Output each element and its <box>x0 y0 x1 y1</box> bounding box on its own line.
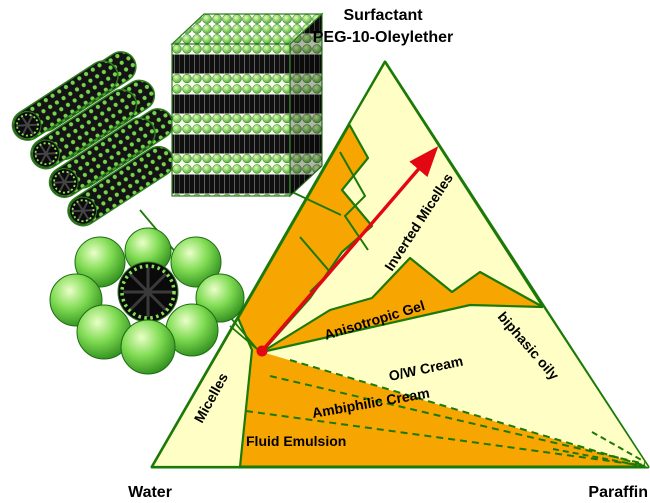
micelle-sphere <box>170 236 222 288</box>
label-surfactant-compound: PEG-10-Oleylether <box>313 29 454 46</box>
composition-point-marker <box>256 345 268 357</box>
dashed-boundary-corner-2 <box>591 431 646 463</box>
region-biphasic-oily <box>262 305 648 467</box>
label-water: Water <box>128 484 172 501</box>
dashed-boundary-ow-ambiphilic <box>269 375 646 465</box>
micelle-sphere <box>120 319 176 375</box>
dashed-boundary-biphasic-ow <box>289 359 647 467</box>
spherical-micelles-illustration <box>49 227 245 375</box>
connector-lamellar <box>289 190 342 216</box>
cutaway-micelle-core <box>117 261 179 323</box>
dashed-boundary-ambiphilic-fluid <box>245 410 647 467</box>
hexagonal-rod-micelles-illustration <box>5 45 181 233</box>
label-fluid-emulsion: Fluid Emulsion <box>246 433 346 449</box>
lamellar-side-shade <box>290 14 322 196</box>
boundary-zigzag-upper <box>339 151 369 251</box>
micelle-sphere <box>74 236 126 288</box>
lamellar-stack-illustration <box>170 12 324 198</box>
lamellar-front-face <box>171 43 291 197</box>
dilution-path-arrow <box>260 146 439 353</box>
connector-spheres <box>229 325 258 350</box>
label-paraffin: Paraffin <box>588 484 648 501</box>
dashed-boundary-corner-1 <box>552 448 644 467</box>
label-surfactant: Surfactant <box>343 7 423 24</box>
region-micelles <box>150 316 254 469</box>
boundary-anisotropic-gel <box>261 303 544 354</box>
